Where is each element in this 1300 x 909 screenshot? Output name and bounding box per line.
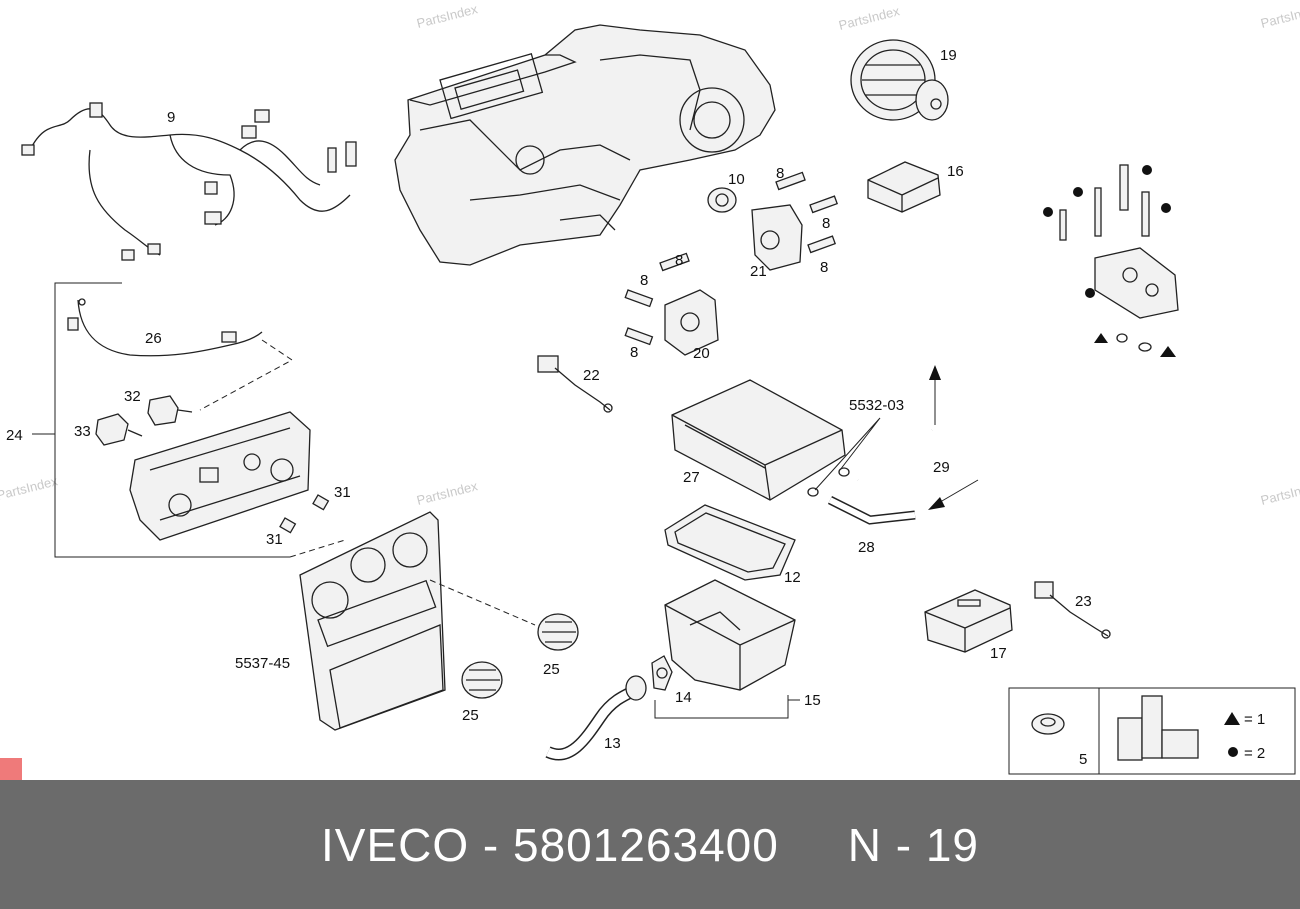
callout-32: 32 bbox=[124, 388, 141, 405]
blower-resistor bbox=[867, 161, 941, 213]
vent-25-b bbox=[461, 661, 503, 699]
callout-15: 15 bbox=[804, 692, 821, 709]
sensor-33 bbox=[95, 413, 143, 446]
callout-25: 25 bbox=[462, 707, 479, 724]
exploded-view: PartsIndex PartsIndex PartsIndex PartsIn… bbox=[0, 1, 1300, 775]
callout-26: 26 bbox=[145, 330, 162, 347]
watermark: PartsIndex bbox=[0, 473, 60, 503]
legend-box: 5 = 1 = 2 bbox=[1008, 687, 1296, 775]
nut-icon bbox=[1117, 717, 1143, 761]
watermark: PartsIndex bbox=[837, 3, 901, 33]
connector-23 bbox=[1034, 581, 1111, 639]
callout-8: 8 bbox=[640, 272, 648, 289]
callout-31: 31 bbox=[334, 484, 351, 501]
triangle-icon bbox=[1224, 712, 1240, 725]
corner-marker bbox=[0, 758, 22, 780]
sensor-32 bbox=[147, 395, 193, 426]
blower-motor bbox=[850, 39, 949, 121]
connector-22 bbox=[537, 355, 613, 413]
callout-8: 8 bbox=[630, 344, 638, 361]
callout-8: 8 bbox=[822, 215, 830, 232]
watermark: PartsIndex bbox=[1259, 478, 1300, 508]
callout-8: 8 bbox=[820, 259, 828, 276]
control-module-17 bbox=[924, 589, 1013, 653]
watermark: PartsIndex bbox=[1259, 1, 1300, 31]
callout-8: 8 bbox=[776, 165, 784, 182]
group-bracket-24 bbox=[54, 282, 290, 558]
legend-triangle-count: = 1 bbox=[1244, 711, 1265, 728]
callout-9: 9 bbox=[167, 109, 175, 126]
seal-14 bbox=[651, 655, 673, 691]
control-panel bbox=[129, 411, 311, 541]
callout-16: 16 bbox=[947, 163, 964, 180]
part-number-label: IVECO - 5801263400 N - 19 bbox=[320, 818, 980, 871]
heater-core bbox=[671, 379, 846, 501]
heater-housing bbox=[664, 579, 796, 691]
callout-20: 20 bbox=[693, 345, 710, 362]
watermark: PartsIndex bbox=[415, 1, 479, 31]
callout-5: 5 bbox=[1079, 751, 1087, 768]
sensor-cable-26 bbox=[67, 298, 263, 357]
flap-actuator-21 bbox=[751, 171, 839, 271]
bulb-31 bbox=[279, 494, 330, 534]
callout-12: 12 bbox=[784, 569, 801, 586]
expansion-valve-kit bbox=[1043, 164, 1179, 357]
footer-bar: IVECO - 5801263400 N - 19 bbox=[0, 780, 1300, 909]
callout-17: 17 bbox=[990, 645, 1007, 662]
hvac-unit bbox=[394, 24, 776, 266]
gasket-12 bbox=[664, 504, 796, 581]
vent-25-a bbox=[537, 613, 579, 651]
callout-28: 28 bbox=[858, 539, 875, 556]
legend-dot-count: = 2 bbox=[1244, 745, 1265, 762]
flap-actuator-20 bbox=[624, 252, 719, 356]
dashboard-panel bbox=[299, 511, 446, 731]
watermark: PartsIndex bbox=[415, 478, 479, 508]
callout-8: 8 bbox=[675, 252, 683, 269]
callout-29: 29 bbox=[933, 459, 950, 476]
callout-24: 24 bbox=[6, 427, 23, 444]
callout-22: 22 bbox=[583, 367, 600, 384]
callout-5532-03: 5532-03 bbox=[849, 397, 904, 414]
drain-pipe-13 bbox=[545, 675, 647, 761]
hose-28 bbox=[827, 479, 979, 525]
callout-27: 27 bbox=[683, 469, 700, 486]
callout-19: 19 bbox=[940, 47, 957, 64]
parts-diagram: PartsIndex PartsIndex PartsIndex PartsIn… bbox=[0, 1, 1300, 775]
hose-29 bbox=[856, 365, 941, 492]
washer-icon bbox=[1031, 713, 1065, 735]
dot-icon bbox=[1228, 747, 1238, 757]
callout-33: 33 bbox=[74, 423, 91, 440]
callout-14: 14 bbox=[675, 689, 692, 706]
small-actuator bbox=[707, 187, 737, 213]
callout-23: 23 bbox=[1075, 593, 1092, 610]
wiring-harness bbox=[21, 102, 357, 261]
callout-13: 13 bbox=[604, 735, 621, 752]
callout-31: 31 bbox=[266, 531, 283, 548]
callout-25: 25 bbox=[543, 661, 560, 678]
callout-5537-45: 5537-45 bbox=[235, 655, 290, 672]
callout-21: 21 bbox=[750, 263, 767, 280]
callout-10: 10 bbox=[728, 171, 745, 188]
